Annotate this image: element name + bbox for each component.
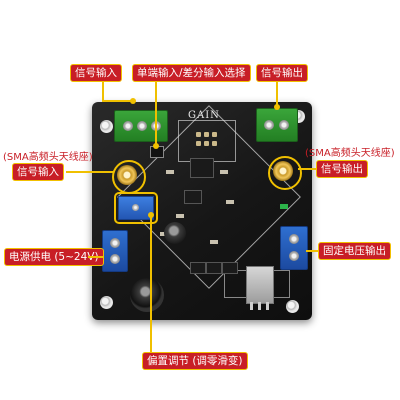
leader-dot: [274, 104, 280, 110]
leader-line: [88, 256, 104, 258]
gain-header-pin: [212, 132, 217, 137]
sma-output-highlight: [268, 156, 302, 190]
smd-resistor: [176, 214, 184, 218]
terminal-screw: [123, 121, 133, 131]
gain-header-pin: [196, 141, 201, 146]
power-led: [280, 204, 288, 209]
callout-signal-output-top: 信号输出: [256, 64, 308, 82]
callout-signal-output-sma: 信号输出: [316, 160, 368, 178]
leader-dot: [153, 143, 159, 149]
smd-chip: [222, 262, 238, 274]
leader-line: [298, 168, 316, 170]
gain-header-pin: [212, 141, 217, 146]
callout-offset-adjust: 偏置调节 (调零滑变): [142, 352, 248, 370]
input-terminal-block: [114, 110, 168, 142]
callout-signal-input-top: 信号输入: [70, 64, 122, 82]
terminal-screw: [279, 120, 289, 130]
pot-highlight-box: [114, 192, 158, 224]
callout-fixed-voltage-output: 固定电压输出: [318, 242, 391, 260]
smd-chip: [184, 190, 202, 204]
regulator-pin: [258, 302, 261, 310]
callout-power-supply: 电源供电 (5~24V): [4, 248, 104, 266]
mounting-hole-bottom-right: [286, 300, 299, 313]
output-terminal-block: [256, 108, 298, 142]
leader-line: [155, 82, 157, 146]
leader-line: [66, 171, 114, 173]
sma-right-note: (SMA高频头天线座): [305, 148, 395, 159]
terminal-screw: [289, 251, 299, 261]
terminal-screw: [110, 254, 120, 264]
smd-resistor: [166, 170, 174, 174]
fixed-voltage-terminal-block: [280, 226, 308, 270]
terminal-screw: [137, 121, 147, 131]
mounting-hole-top-left: [100, 120, 113, 133]
sma-output-connector: [273, 161, 293, 181]
leader-line: [306, 250, 318, 252]
terminal-screw: [110, 238, 120, 248]
gain-header-pin: [204, 141, 209, 146]
sma-left-note: (SMA高频头天线座): [3, 152, 93, 163]
callout-single-diff-select: 单端输入/差分输入选择: [132, 64, 251, 82]
smd-resistor: [220, 170, 228, 174]
leader-line: [276, 82, 278, 108]
offset-trimmer: [190, 262, 206, 274]
sma-input-connector: [117, 165, 137, 185]
gain-header-pin: [204, 132, 209, 137]
terminal-screw: [289, 234, 299, 244]
smd-chip: [206, 262, 222, 274]
regulator-pin: [250, 302, 253, 310]
smd-resistor: [210, 240, 218, 244]
small-capacitor: [164, 222, 186, 244]
op-amp-chip: [190, 158, 214, 178]
power-terminal-block: [102, 230, 128, 272]
leader-dot: [148, 212, 154, 218]
leader-line: [102, 82, 104, 102]
gain-header-pin: [196, 132, 201, 137]
electrolytic-capacitor: [130, 278, 164, 312]
leader-line: [102, 100, 132, 102]
regulator-pin: [266, 302, 269, 310]
leader-line: [150, 214, 152, 352]
mounting-hole-bottom-left: [100, 296, 113, 309]
gain-silkscreen-label: GAIN: [188, 110, 220, 121]
terminal-screw: [264, 120, 274, 130]
voltage-regulator: [246, 266, 274, 304]
callout-signal-input-sma: 信号输入: [12, 163, 64, 181]
pot-adjust-screw: [132, 204, 139, 211]
leader-dot: [130, 98, 136, 104]
smd-resistor: [226, 200, 234, 204]
